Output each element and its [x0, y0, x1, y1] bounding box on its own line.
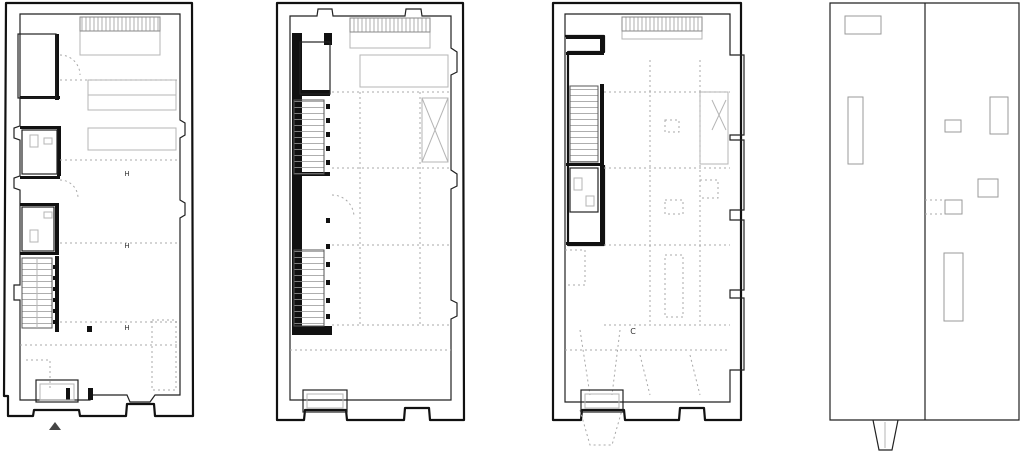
roof-plan [829, 2, 1020, 451]
core-wall [55, 256, 59, 332]
counter [87, 127, 177, 151]
sink [43, 211, 53, 219]
sink [585, 195, 595, 207]
core-wall [300, 90, 330, 96]
core-wall [292, 326, 332, 335]
balcony-glass [584, 393, 620, 409]
core-wall [57, 126, 61, 176]
balcony-door [580, 389, 624, 413]
core-wall [88, 388, 93, 400]
void-cross [711, 99, 727, 131]
core-wall [20, 176, 60, 179]
core-wall [324, 33, 332, 45]
ceiling-beams [290, 91, 451, 351]
core-wall [20, 252, 58, 255]
balcony-door [302, 389, 348, 413]
sink [43, 137, 53, 145]
svg-text:H: H [124, 242, 129, 250]
roof-window [989, 96, 1009, 135]
inner-wall-outline [564, 13, 745, 403]
outer-wall [275, 1, 466, 422]
core-wall [566, 163, 604, 166]
roof-window [977, 178, 999, 198]
core-wall [292, 33, 302, 335]
void [699, 91, 729, 165]
roof-window [847, 96, 864, 165]
second-floor-plan: C [551, 1, 745, 446]
core-wall [600, 84, 604, 244]
stair-posts [53, 265, 56, 324]
bathroom [21, 206, 55, 252]
roof-window [944, 199, 963, 215]
roof-window [844, 15, 882, 35]
grille [79, 16, 161, 32]
void [421, 97, 449, 163]
bathroom [569, 167, 599, 213]
staircase [293, 99, 325, 175]
inner-wall-outline [289, 8, 458, 401]
core-wall [566, 36, 604, 39]
roof-outline [829, 2, 1020, 421]
svg-text:H: H [124, 324, 129, 332]
entrance-door [35, 379, 79, 403]
toilet [29, 134, 39, 148]
inner-wall-outline [13, 13, 186, 403]
chimney [872, 419, 899, 451]
ceiling-beams [565, 60, 730, 446]
column-marker: C [630, 327, 636, 336]
roof-window [943, 252, 964, 322]
ground-floor-plan: H H H [2, 1, 195, 430]
counter [359, 54, 449, 88]
core-wall [20, 203, 58, 206]
hidden-outline [925, 199, 945, 215]
core-room [299, 41, 331, 95]
column-markers: H H H [124, 170, 129, 332]
roof-window [944, 119, 962, 133]
core-wall [20, 126, 60, 129]
grille [621, 16, 703, 32]
core-wall [55, 34, 59, 100]
grille [349, 17, 431, 33]
core-room [17, 33, 57, 99]
core-wall [66, 388, 70, 400]
first-floor-plan [275, 1, 466, 422]
balcony-glass [306, 393, 344, 409]
staircase [569, 85, 599, 163]
bathroom [21, 129, 58, 175]
svg-text:H: H [124, 170, 129, 178]
outer-wall [551, 1, 743, 422]
toilet [29, 229, 39, 243]
core-wall [55, 203, 59, 255]
core-wall [566, 242, 604, 245]
core-wall [566, 52, 604, 55]
entrance-glass [39, 383, 75, 401]
staircase [293, 249, 325, 327]
toilet [573, 177, 583, 191]
core-wall [87, 326, 92, 332]
ceiling-beams [20, 54, 180, 391]
void-cross [421, 97, 449, 163]
core-wall [600, 36, 604, 54]
outer-wall [2, 1, 195, 418]
stair-posts [326, 104, 330, 319]
entrance-arrow-icon [49, 422, 61, 430]
